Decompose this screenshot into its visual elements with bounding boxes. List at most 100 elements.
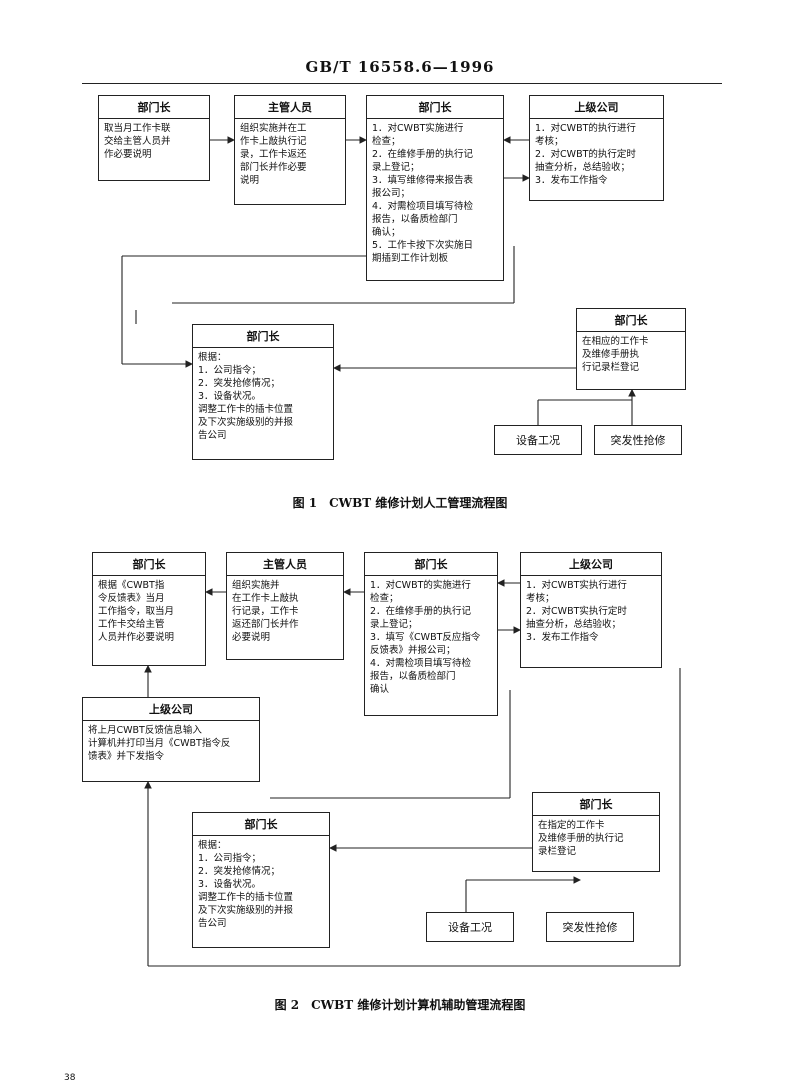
fig1-box-a-line: 交给主管人员并 [104, 136, 171, 147]
fig1-box-d-line: 2．对CWBT的执行定时 [535, 149, 636, 160]
fig1-box-f-title: 部门长 [577, 309, 685, 332]
fig1-box-e-line: 1．公司指令； [198, 365, 262, 376]
fig1-box-parent-company: 上级公司 1．对CWBT的执行进行 考核； 2．对CWBT的执行定时 抽查分析，… [529, 95, 664, 201]
fig2-box-e-title: 部门长 [193, 813, 329, 836]
fig1-box-f-line: 行记录栏登记 [582, 362, 640, 373]
fig2-box-b-title: 主管人员 [227, 553, 343, 576]
fig2-box-b-line: 在工作卡上敲执 [232, 593, 299, 604]
fig2-box-g-title: 上级公司 [83, 698, 259, 721]
fig2-box-e-line: 1．公司指令； [198, 853, 262, 864]
fig2-box-d-line: 3．发布工作指令 [526, 632, 599, 643]
fig1-box-b-line: 部门长并作必要 [240, 162, 307, 173]
fig1-sudden-repair-box: 突发性抢修 [594, 425, 682, 455]
fig1-box-c-line: 报公司； [372, 188, 411, 199]
fig2-box-e-line: 调整工作卡的插卡位置 [198, 892, 294, 903]
fig1-box-dept-head-c: 部门长 1．对CWBT实施进行 检查； 2．在维修手册的执行记 录上登记； 3．… [366, 95, 504, 281]
fig2-box-c-line: 检查； [370, 593, 399, 604]
fig1-box-c-line: 2．在维修手册的执行记 [372, 149, 474, 160]
fig2-box-a-line: 人员并作必要说明 [98, 632, 175, 643]
fig1-box-d-line: 抽查分析，总结验收； [535, 162, 631, 173]
fig2-box-f-line: 及维修手册的执行记 [538, 833, 624, 844]
fig1-box-f-line: 在相应的工作卡 [582, 336, 649, 347]
fig1-box-e-line: 3．设备状况。 [198, 391, 262, 402]
fig2-box-d-line: 考核； [526, 593, 555, 604]
fig1-box-d-line: 1．对CWBT的执行进行 [535, 123, 636, 134]
fig1-box-c-line: 5．工作卡按下次实施日 [372, 240, 474, 251]
fig1-box-e-line: 根据： [198, 352, 227, 363]
fig2-box-g-line: 馈表》并下发指令 [88, 751, 165, 762]
fig1-box-e-line: 及下次实施级别的并报 [198, 417, 294, 428]
fig1-box-c-line: 4．对需检项目填写待检 [372, 201, 474, 212]
fig2-box-f-title: 部门长 [533, 793, 659, 816]
fig2-box-b-line: 必要说明 [232, 632, 271, 643]
fig2-box-e-line: 及下次实施级别的并报 [198, 905, 294, 916]
fig1-box-e-line: 调整工作卡的插卡位置 [198, 404, 294, 415]
fig1-box-c-line: 3．填写维修得来报告表 [372, 175, 474, 186]
fig1-box-e-line: 告公司 [198, 430, 227, 441]
fig2-box-b-line: 行记录，工作卡 [232, 606, 299, 617]
fig2-box-b-line: 组织实施并 [232, 580, 280, 591]
page-number: 38 [64, 1073, 76, 1083]
fig2-box-supervisor: 主管人员 组织实施并 在工作卡上敲执 行记录，工作卡 返还部门长并作 必要说明 [226, 552, 344, 660]
fig1-box-c-line: 报告，以备质检部门 [372, 214, 458, 225]
fig1-box-d-line: 考核； [535, 136, 564, 147]
fig1-box-c-line: 检查； [372, 136, 401, 147]
fig2-box-dept-head-f: 部门长 在指定的工作卡 及维修手册的执行记 录栏登记 [532, 792, 660, 872]
fig1-box-f-line: 及维修手册执 [582, 349, 640, 360]
fig1-box-c-title: 部门长 [367, 96, 503, 119]
fig2-box-d-title: 上级公司 [521, 553, 661, 576]
fig2-box-a-line: 根据《CWBT指 [98, 580, 165, 591]
fig2-box-c-line: 2．在维修手册的执行记 [370, 606, 472, 617]
standard-header: GB/T 16558.6—1996 [305, 58, 495, 76]
fig2-box-c-line: 录上登记； [370, 619, 418, 630]
fig2-box-f-line: 在指定的工作卡 [538, 820, 605, 831]
fig1-box-a-line: 作必要说明 [104, 149, 152, 160]
fig2-box-g-line: 将上月CWBT反馈信息输入 [88, 725, 202, 736]
fig2-box-parent-company: 上级公司 1．对CWBT实执行进行 考核； 2．对CWBT实执行定时 抽查分析，… [520, 552, 662, 668]
fig2-box-parent-company-g: 上级公司 将上月CWBT反馈信息输入 计算机并打印当月《CWBT指令反 馈表》并… [82, 697, 260, 782]
fig2-box-d-line: 抽查分析，总结验收； [526, 619, 622, 630]
fig1-equipment-status-box: 设备工况 [494, 425, 582, 455]
fig2-box-c-line: 4．对需检项目填写待检 [370, 658, 472, 669]
fig1-box-a-line: 取当月工作卡联 [104, 123, 171, 134]
fig2-box-c-line: 1．对CWBT的实施进行 [370, 580, 471, 591]
fig2-box-e-line: 根据： [198, 840, 227, 851]
fig2-box-e-line: 2．突发抢修情况； [198, 866, 281, 877]
fig1-box-b-line: 说明 [240, 175, 260, 186]
fig2-box-c-line: 确认 [370, 684, 390, 695]
fig1-box-dept-head-e: 部门长 根据： 1．公司指令； 2．突发抢修情况； 3．设备状况。 调整工作卡的… [192, 324, 334, 460]
fig2-box-c-line: 3．填写《CWBT反应指令 [370, 632, 481, 643]
fig2-equipment-status-box: 设备工况 [426, 912, 514, 942]
fig2-box-a-line: 令反馈表》当月 [98, 593, 165, 604]
fig2-box-f-line: 录栏登记 [538, 846, 577, 857]
fig1-box-a-title: 部门长 [99, 96, 209, 119]
fig1-box-dept-head-a: 部门长 取当月工作卡联 交给主管人员并 作必要说明 [98, 95, 210, 181]
fig2-box-g-line: 计算机并打印当月《CWBT指令反 [88, 738, 231, 749]
fig1-box-b-title: 主管人员 [235, 96, 345, 119]
fig2-sudden-repair-box: 突发性抢修 [546, 912, 634, 942]
fig1-box-d-line: 3．发布工作指令 [535, 175, 608, 186]
fig2-box-dept-head-e: 部门长 根据： 1．公司指令； 2．突发抢修情况； 3．设备状况。 调整工作卡的… [192, 812, 330, 948]
fig1-box-c-line: 录上登记； [372, 162, 420, 173]
fig1-box-c-line: 确认； [372, 227, 401, 238]
fig1-box-b-line: 录，工作卡返还 [240, 149, 307, 160]
fig2-box-a-title: 部门长 [93, 553, 205, 576]
fig2-box-a-line: 工作卡交给主管 [98, 619, 165, 630]
fig1-box-c-line: 期插到工作计划板 [372, 253, 449, 264]
fig1-caption: 图 1 CWBT 维修计划人工管理流程图 [292, 496, 508, 510]
fig1-box-dept-head-f: 部门长 在相应的工作卡 及维修手册执 行记录栏登记 [576, 308, 686, 390]
fig2-box-c-line: 反馈表》并报公司； [370, 645, 456, 656]
fig1-box-b-line: 作卡上敲执行记 [240, 136, 307, 147]
fig1-box-b-line: 组织实施并在工 [240, 123, 307, 134]
fig1-box-e-title: 部门长 [193, 325, 333, 348]
fig2-box-dept-head-c: 部门长 1．对CWBT的实施进行 检查； 2．在维修手册的执行记 录上登记； 3… [364, 552, 498, 716]
fig1-box-d-title: 上级公司 [530, 96, 663, 119]
fig2-box-c-line: 报告，以备质检部门 [370, 671, 456, 682]
header-rule [82, 83, 722, 84]
fig2-box-d-line: 1．对CWBT实执行进行 [526, 580, 627, 591]
fig2-box-c-title: 部门长 [365, 553, 497, 576]
fig2-caption: 图 2 CWBT 维修计划计算机辅助管理流程图 [274, 998, 526, 1012]
fig2-box-e-line: 告公司 [198, 918, 227, 929]
fig2-box-e-line: 3．设备状况。 [198, 879, 262, 890]
